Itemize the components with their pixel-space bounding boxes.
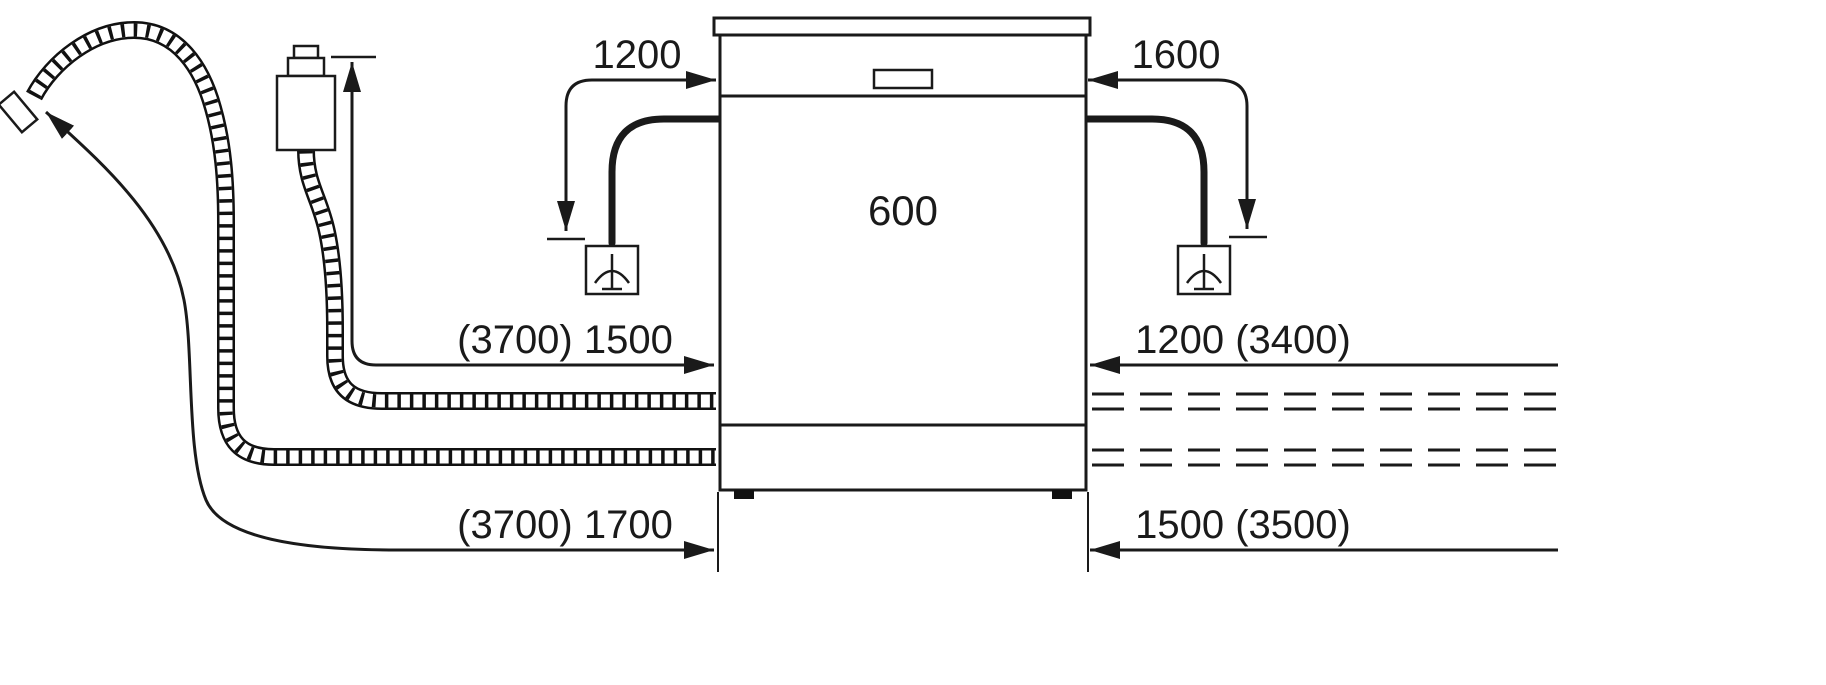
dim-arrow-bottom-left [44,110,714,559]
dishwasher-body [718,33,1088,492]
dim-label-mid-left: (3700) 1500 [457,318,673,362]
door-handle [872,68,934,90]
tap-connector-body [275,74,337,152]
dim-label-bottom-right: 1500 (3500) [1135,503,1351,547]
dim-label-top-left: 1200 [593,33,682,77]
dishwasher-front-icon [712,16,1092,499]
dim-label-bottom-left: (3700) 1700 [457,503,673,547]
dimension-labels: 1200 1600 600 (3700) 1500 1200 (3400) (3… [457,33,1351,547]
tap-connector-knob [292,44,320,60]
dim-label-top-right: 1600 [1132,33,1221,77]
appliance-foot-left [734,490,754,499]
appliance-foot-right [1052,490,1072,499]
power-plug-socket-icon-right [1176,244,1232,296]
power-cord-left [608,115,724,247]
dishwasher-worktop [712,16,1092,37]
dim-arrow-top-left [557,71,716,231]
water-tap-connector-icon [275,44,337,152]
power-plug-socket-icon-left [584,244,640,296]
dim-arrow-top-right [1088,71,1256,229]
dim-label-mid-right: 1200 (3400) [1135,318,1351,362]
socket-arc-right [1185,269,1223,284]
dashed-hose-right-group [1092,392,1558,467]
tap-connector-neck [286,56,326,78]
drain-hose-end-fitting [0,90,39,134]
width-label-backing [853,184,953,232]
power-cord-right [1082,115,1208,247]
dim-label-width: 600 [868,187,938,234]
